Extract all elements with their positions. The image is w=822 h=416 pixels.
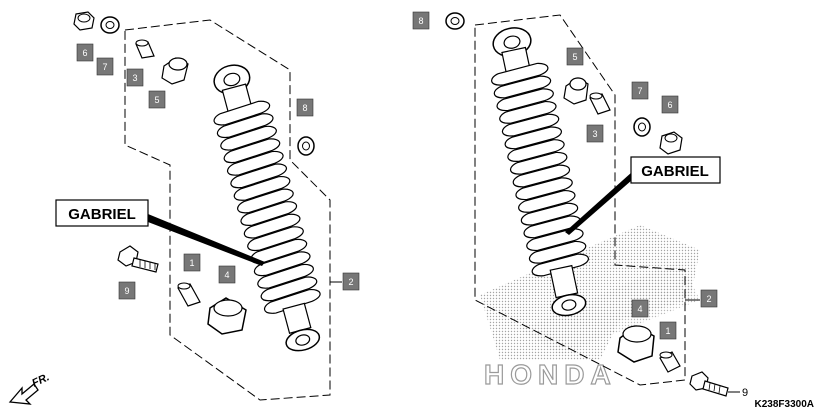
svg-text:8: 8 (418, 16, 423, 26)
svg-text:4: 4 (637, 304, 642, 314)
right-brand-label: GABRIEL (641, 163, 709, 180)
right-bushing-5 (563, 77, 589, 105)
right-group-outline (474, 14, 686, 386)
front-arrow-icon (8, 383, 39, 405)
right-washer-7 (633, 117, 651, 137)
left-part-tag-9: 9 (118, 281, 136, 300)
svg-text:6: 6 (82, 48, 87, 58)
right-part-tag-2: 2 (700, 289, 718, 308)
right-part-tag-3: 3 (586, 124, 604, 143)
right-part-tag-5: 5 (566, 47, 584, 66)
left-part-tag-5: 5 (148, 90, 166, 109)
honda-watermark: HONDA (480, 225, 700, 391)
left-bushing-4 (207, 297, 247, 335)
left-nut-6 (73, 11, 95, 31)
right-part-callout-9: 9 (742, 387, 748, 399)
right-collar-1 (659, 351, 681, 373)
left-collar-3 (135, 39, 155, 59)
front-direction-label: FR. (30, 371, 51, 389)
front-direction-indicator: FR. (8, 371, 51, 405)
left-part-tag-7: 7 (96, 57, 114, 76)
left-part-tag-2: 2 (342, 272, 360, 291)
right-nut-6 (659, 131, 683, 155)
svg-text:4: 4 (224, 270, 229, 280)
svg-text:3: 3 (592, 129, 597, 139)
left-shock-assembly: GABRIEL (55, 11, 360, 401)
right-part-tag-8: 8 (412, 11, 430, 30)
right-shock-assembly: GABRIEL (412, 11, 748, 399)
svg-text:8: 8 (302, 103, 307, 113)
left-brand-callout: GABRIEL (55, 199, 149, 227)
left-bolt-9 (117, 245, 159, 273)
right-collar-3 (589, 92, 611, 115)
right-brand-callout: GABRIEL (630, 156, 721, 184)
diagram-code: K238F3300A (755, 399, 814, 410)
left-part-tag-6: 6 (76, 43, 94, 62)
svg-text:5: 5 (572, 52, 577, 62)
left-part-tag-1: 1 (183, 253, 201, 272)
svg-text:7: 7 (637, 86, 642, 96)
left-part-tag-8: 8 (296, 98, 314, 117)
right-part-tag-7: 7 (631, 81, 649, 100)
left-brand-label: GABRIEL (68, 206, 136, 223)
svg-text:2: 2 (706, 294, 711, 304)
right-part-tag-1: 1 (659, 321, 677, 340)
left-group-outline (124, 19, 331, 401)
right-shock-absorber (489, 27, 591, 317)
svg-text:2: 2 (348, 277, 353, 287)
svg-text:1: 1 (665, 326, 670, 336)
left-washer-7 (100, 16, 120, 34)
left-washer-8 (297, 136, 315, 156)
svg-text:9: 9 (124, 286, 129, 296)
left-shock-absorber (211, 64, 323, 352)
right-part-tag-6: 6 (661, 95, 679, 114)
right-bolt-9 (689, 371, 740, 397)
right-bushing-4 (617, 325, 655, 363)
left-bushing-5 (161, 57, 189, 85)
svg-text:7: 7 (102, 62, 107, 72)
right-washer-8 (445, 12, 465, 30)
left-collar-1 (177, 282, 201, 307)
svg-text:1: 1 (189, 258, 194, 268)
right-part-tag-4: 4 (631, 299, 649, 318)
left-part-tag-3: 3 (126, 68, 144, 87)
svg-text:3: 3 (132, 73, 137, 83)
svg-text:5: 5 (154, 95, 159, 105)
left-part-tag-4: 4 (218, 265, 236, 284)
svg-text:6: 6 (667, 100, 672, 110)
honda-watermark-text: HONDA (484, 359, 617, 390)
